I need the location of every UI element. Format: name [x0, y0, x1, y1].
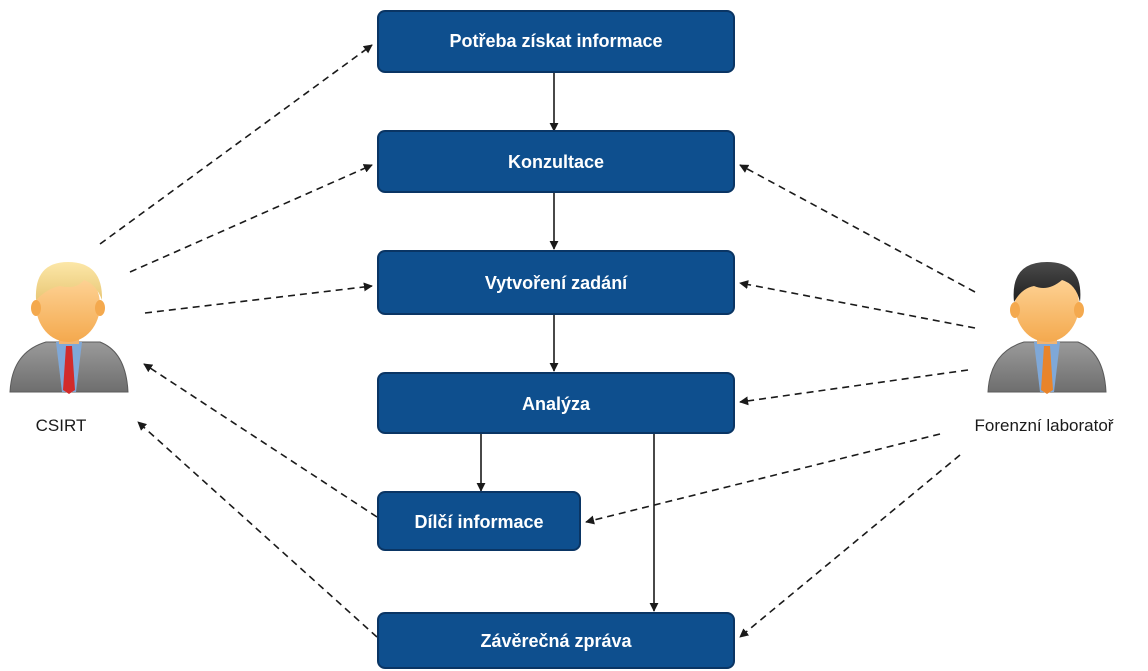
box-potreba-label: Potřeba získat informace [449, 31, 662, 51]
box-zaverecna: Závěrečná zpráva [377, 612, 735, 669]
box-vytvoreni-label: Vytvoření zadání [485, 273, 628, 293]
box-konzultace-label: Konzultace [508, 152, 604, 172]
arrow-lab-to-analyza [739, 369, 969, 406]
flow-arrows [476, 72, 659, 612]
box-dilci: Dílčí informace [377, 491, 581, 551]
box-zaverecna-label: Závěrečná zpráva [480, 631, 632, 651]
arrow-lab-to-vytvoreni [739, 280, 976, 329]
arrow-lab-to-konzultace [739, 164, 976, 293]
arrow-csirt-to-vytvoreni [144, 282, 373, 314]
arrow-dilci-to-csirt [143, 363, 378, 518]
box-konzultace: Konzultace [377, 130, 735, 193]
box-potreba: Potřeba získat informace [377, 10, 735, 73]
box-dilci-label: Dílčí informace [414, 512, 543, 532]
actor-csirt-label: CSIRT [36, 416, 87, 435]
dashed-arrows [99, 44, 976, 638]
arrow-csirt-to-konzultace [129, 164, 373, 273]
arrow-csirt-to-potreba [99, 44, 373, 245]
actor-lab-label: Forenzní laboratoř [975, 416, 1114, 435]
box-vytvoreni: Vytvoření zadání [377, 250, 735, 315]
arrow-zaverecna-to-csirt [137, 421, 378, 638]
person-blond-hair-icon [9, 262, 129, 394]
arrow-lab-to-dilci [585, 433, 941, 525]
person-dark-hair-icon [987, 262, 1107, 394]
box-analyza: Analýza [377, 372, 735, 434]
arrow-lab-to-zaverecna [739, 454, 961, 638]
box-analyza-label: Analýza [522, 394, 591, 414]
